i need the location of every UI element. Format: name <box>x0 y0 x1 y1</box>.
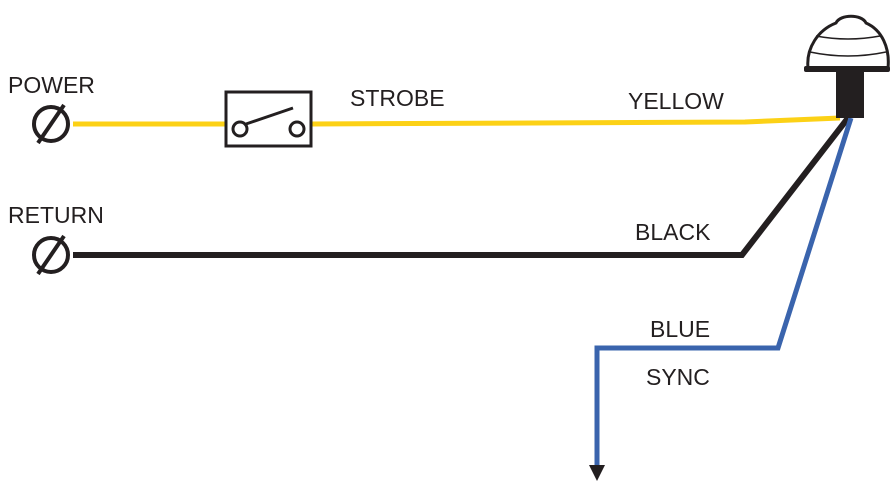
switch-icon <box>224 90 313 148</box>
power-terminal-icon <box>32 103 70 145</box>
yellow-wire <box>73 115 841 127</box>
strobe-label: STROBE <box>350 85 445 111</box>
blue-wire-label: BLUE <box>650 316 710 342</box>
return-label: RETURN <box>8 202 104 228</box>
black-wire-label: BLACK <box>635 219 711 245</box>
power-label: POWER <box>8 72 95 98</box>
black-wire <box>73 116 851 258</box>
sync-label: SYNC <box>646 364 710 390</box>
yellow-wire-segment-device <box>310 115 841 127</box>
strobe-light-icon <box>804 14 890 118</box>
yellow-wire-label: YELLOW <box>628 88 724 114</box>
return-terminal-icon <box>32 234 70 276</box>
blue-wire <box>594 117 854 466</box>
sync-arrow-icon <box>589 465 605 481</box>
